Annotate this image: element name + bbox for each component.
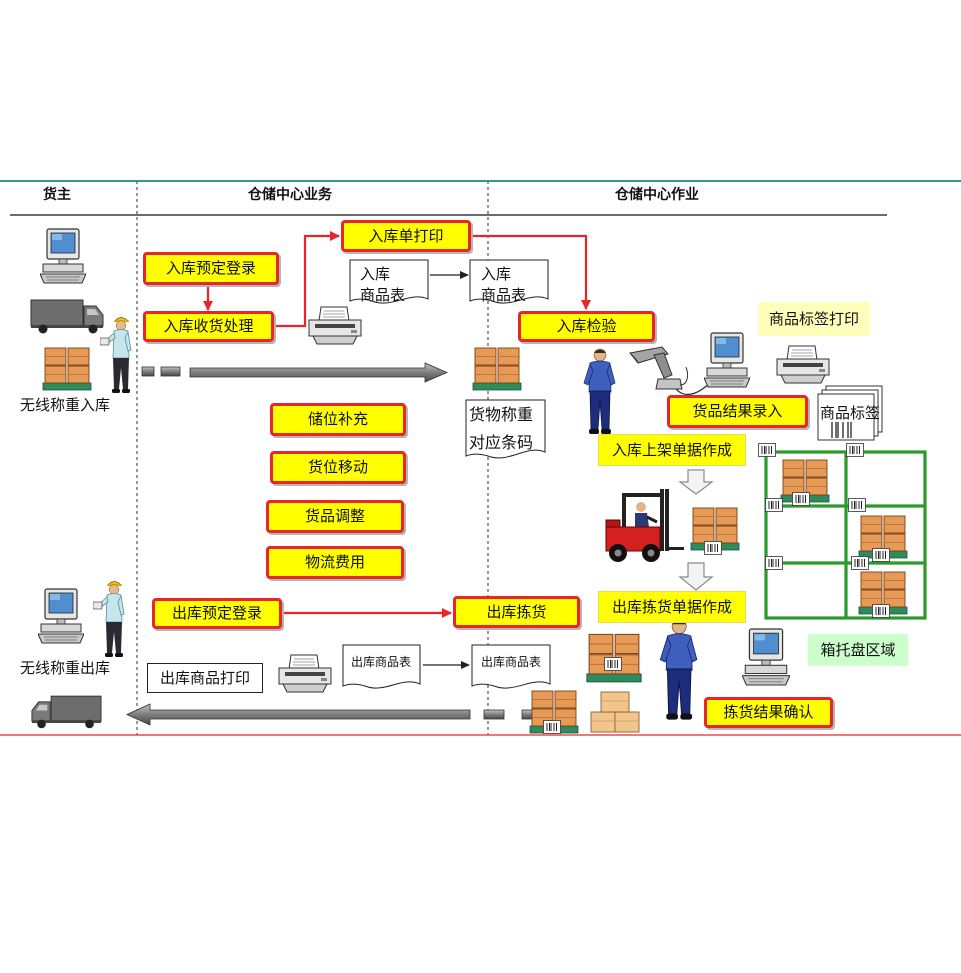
truck-icon xyxy=(30,299,104,334)
documents xyxy=(342,259,551,689)
down-arrow-putaway xyxy=(678,469,714,495)
barcode-tag-icon xyxy=(765,498,783,512)
inbound-owner-caption: 无线称重入库 xyxy=(20,396,111,414)
pallet-area-box: 箱托盘区域 xyxy=(808,634,908,666)
barcode-tags xyxy=(543,443,890,734)
outbound-list-document xyxy=(342,644,421,689)
computer-icon xyxy=(704,332,750,388)
truck-icon xyxy=(31,695,102,729)
barcode-tag-icon xyxy=(848,498,866,512)
inbound-slip-document-text: 入库 商品表 xyxy=(360,264,405,306)
weighing-document xyxy=(465,399,546,459)
barcode-tag-icon xyxy=(543,720,561,734)
flow-arrows xyxy=(203,231,591,618)
document-line: 商品表 xyxy=(360,286,406,304)
inbound-slip-document-copy-text: 入库 商品表 xyxy=(481,264,526,306)
inbound-slip-document xyxy=(349,259,429,304)
printer-icon xyxy=(308,306,362,345)
computer-icon xyxy=(40,228,86,284)
process-down-arrows xyxy=(678,469,714,591)
computer-icon xyxy=(38,588,84,644)
barcode-tag-icon xyxy=(872,604,890,618)
picking-confirm-box: 拣货结果确认 xyxy=(704,697,833,728)
owner-worker-icon xyxy=(93,581,125,658)
pallet-boxes-icon xyxy=(472,347,522,391)
printer-icon xyxy=(776,345,830,384)
center-task-replenish: 储位补充 xyxy=(270,403,406,436)
outbound-goods-arrow xyxy=(126,703,533,726)
barcode-tag-icon xyxy=(846,443,864,457)
putaway-docs-box: 入库上架单据作成 xyxy=(598,434,746,466)
barcode-scanner-icon xyxy=(629,346,689,390)
barcode-tag-icon xyxy=(851,556,869,570)
down-arrow-picking xyxy=(678,562,714,591)
inbound-receiving-box: 入库收货处理 xyxy=(143,311,274,342)
barcode-tag-icon xyxy=(604,657,622,671)
label-sheets-icon xyxy=(817,385,883,441)
barcode-tag-icon xyxy=(872,548,890,562)
outbound-picking-box: 出库拣货 xyxy=(453,596,580,628)
storage-rack-icon xyxy=(764,450,927,620)
document-line: 商品表 xyxy=(481,286,527,304)
center-task-adjust: 货品调整 xyxy=(266,500,404,533)
lane-header-business: 仓储中心业务 xyxy=(248,187,332,203)
outbound-reservation-box: 出库预定登录 xyxy=(152,598,282,629)
picking-docs-box: 出库拣货单据作成 xyxy=(598,591,746,623)
outbound-list-document-text: 出库商品表 xyxy=(351,655,412,669)
warehouse-worker-icon xyxy=(659,618,698,721)
computer-icon xyxy=(742,628,790,686)
document-line: 对应条码 xyxy=(469,433,534,452)
lane-header-operations: 仓储中心作业 xyxy=(615,187,699,203)
inbound-goods-arrow xyxy=(141,362,449,383)
outbound-owner-caption: 无线称重出库 xyxy=(20,659,111,677)
barcode-tag-icon xyxy=(758,443,776,457)
inbound-slip-print-box: 入库单打印 xyxy=(341,220,471,252)
cardboard-boxes-icon xyxy=(590,691,640,733)
outbound-list-document-copy-text: 出库商品表 xyxy=(481,655,542,669)
inbound-slip-document-copy xyxy=(469,259,549,304)
document-line: 入库 xyxy=(360,265,391,283)
result-entry-box: 货品结果录入 xyxy=(667,395,808,428)
barcode-tag-icon xyxy=(792,492,810,506)
outbound-list-print-box: 出库商品打印 xyxy=(147,663,263,693)
outbound-list-document-copy xyxy=(471,644,551,689)
lane-header-owner: 货主 xyxy=(43,187,71,203)
center-task-fees: 物流费用 xyxy=(266,546,404,579)
center-task-relocate: 货位移动 xyxy=(270,451,406,484)
inbound-inspection-box: 入库检验 xyxy=(518,311,655,342)
inbound-reservation-box: 入库预定登录 xyxy=(143,252,279,285)
document-line: 货物称重 xyxy=(469,405,534,424)
arrow-receiving-to-slip-print xyxy=(274,231,340,328)
label-print-box: 商品标签打印 xyxy=(758,302,870,336)
weighing-document-text: 货物称重 对应条码 xyxy=(469,401,533,457)
arrow-slip-print-to-inspection xyxy=(471,234,591,310)
label-sheet-text: 商品标签 xyxy=(820,404,881,422)
owner-worker-icon xyxy=(100,317,132,394)
printer-icon xyxy=(278,654,332,693)
barcode-tag-icon xyxy=(704,541,722,555)
lane-dividers xyxy=(0,180,961,736)
pallet-boxes-icon xyxy=(42,347,92,391)
forklift-icon xyxy=(604,487,684,563)
barcode-tag-icon xyxy=(765,556,783,570)
document-line: 入库 xyxy=(481,265,512,283)
warehouse-worker-icon xyxy=(583,348,616,435)
